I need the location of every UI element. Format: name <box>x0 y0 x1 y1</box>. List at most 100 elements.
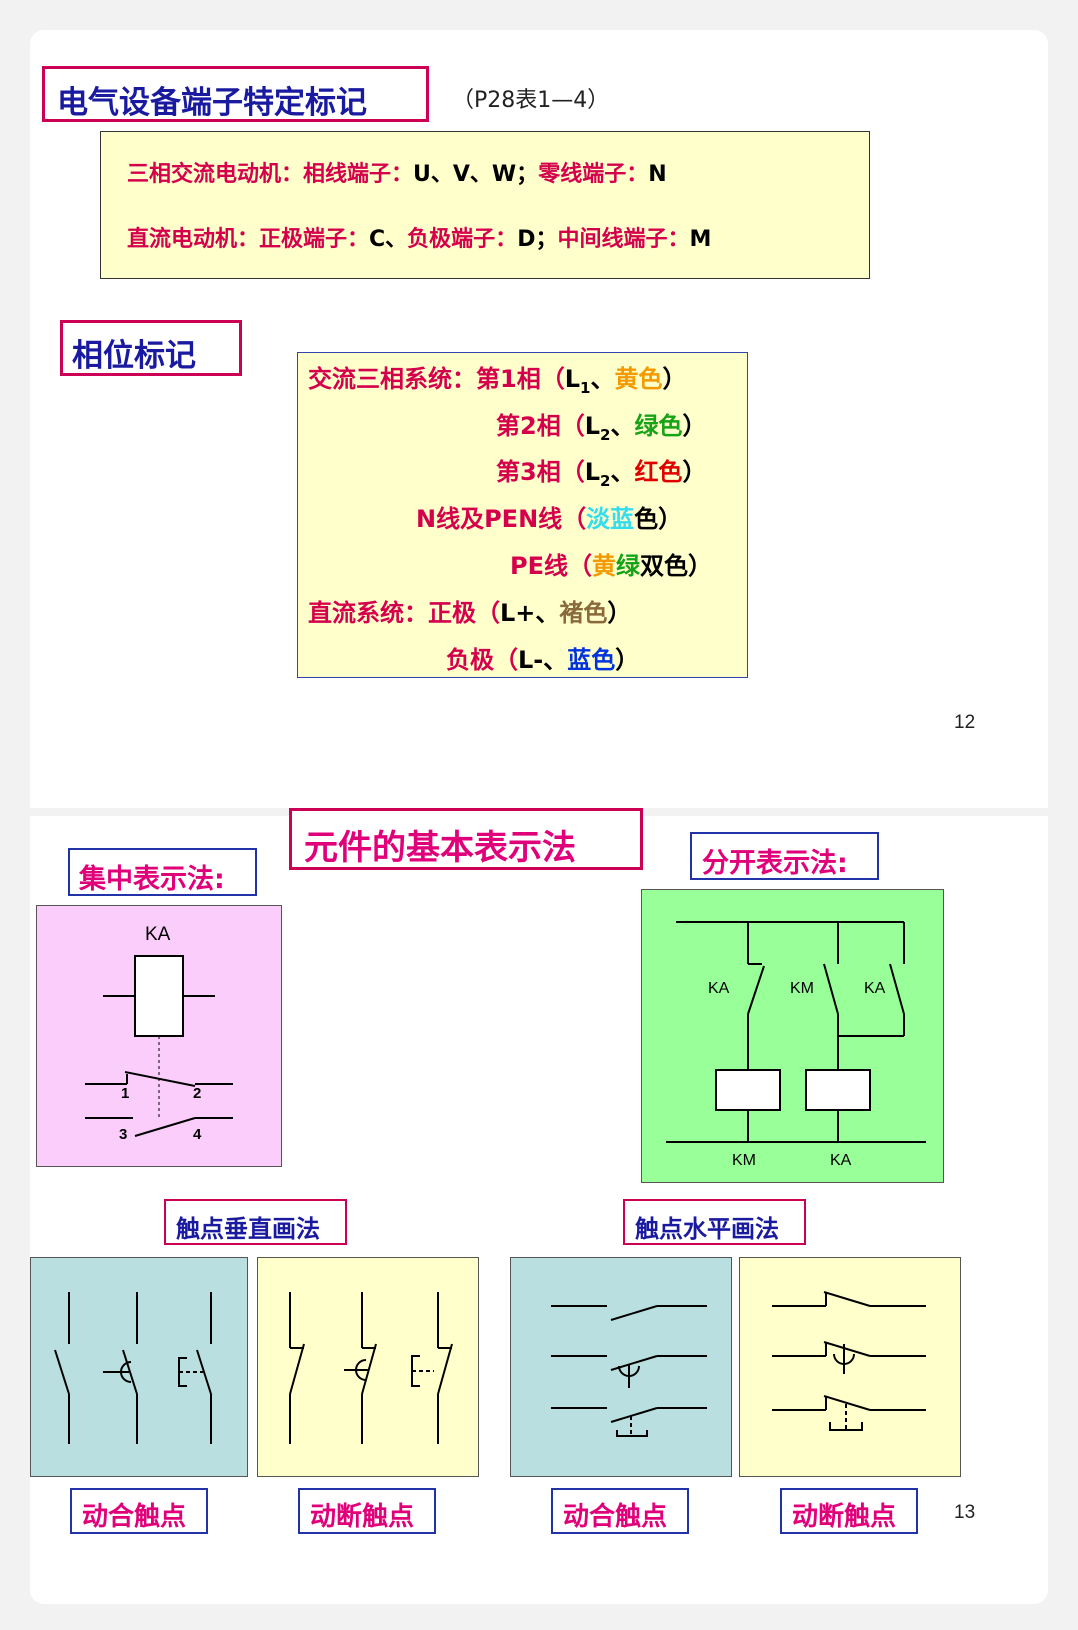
relay-symbol: KA 1 2 3 4 <box>85 924 233 1143</box>
phase-row-2: 第2相（L2、绿色） <box>496 406 706 444</box>
vertical-nc-symbols <box>289 1292 453 1444</box>
phase-r3-b: L <box>584 458 600 486</box>
sep-ka1: KA <box>708 980 730 997</box>
phase-r7-d: ） <box>615 646 640 674</box>
phase-r5-c2: 绿 <box>615 552 640 580</box>
sep-km-coil: KM <box>732 1152 756 1169</box>
concentrated-diagram: KA 1 2 3 4 <box>36 905 282 1167</box>
phase-r4-color1: 淡蓝 <box>586 505 635 533</box>
phase-r3-c: 、 <box>610 458 635 486</box>
separated-diagram: KA KM KA KM KA <box>641 889 944 1183</box>
phase-row-4: N线及PEN线（淡蓝色） <box>416 499 682 534</box>
phase-r4-a: N线及PEN线（ <box>416 505 587 533</box>
page-number-13: 13 <box>954 1502 976 1523</box>
vertical-no-panel <box>30 1257 248 1477</box>
phase-row-3: 第3相（L2、红色） <box>496 452 706 490</box>
separated-label-box: 分开表示法: <box>690 832 879 880</box>
contact-num-2: 2 <box>193 1085 201 1102</box>
motor-dc-value2: D； <box>517 227 558 252</box>
sep-ka-coil: KA <box>830 1152 852 1169</box>
bottom-label-2: 动断触点 <box>310 1502 415 1532</box>
slide12-title-box: 电气设备端子特定标记 <box>42 66 429 122</box>
slide12-ref: （P28表1—4） <box>452 88 610 113</box>
phase-r1-c: 、 <box>590 365 615 393</box>
motor-ac-row: 三相交流电动机：相线端子：U、V、W；零线端子：N <box>127 156 667 188</box>
phase-r5-a: PE线（ <box>510 552 592 580</box>
phase-r2-sub: 2 <box>600 425 611 444</box>
bottom-label-1: 动合触点 <box>82 1502 187 1532</box>
bottom-label-box-3: 动合触点 <box>551 1488 689 1534</box>
phase-r6-b: L+、 <box>500 599 560 627</box>
phase-r1-d: ） <box>662 365 687 393</box>
phase-r5-d: ） <box>687 552 712 580</box>
sep-km1: KM <box>790 980 814 997</box>
motor-dc-label3: 中间线端子： <box>557 227 690 252</box>
phase-r2-color: 绿色 <box>634 412 683 440</box>
bottom-label-box-1: 动合触点 <box>70 1488 208 1534</box>
phase-r3-a: 第3相（ <box>496 458 585 486</box>
phase-r1-a: 交流三相系统：第1相（ <box>308 365 565 393</box>
horizontal-method: 触点水平画法 <box>635 1215 779 1243</box>
phase-r2-d: ） <box>682 412 707 440</box>
bottom-label-box-2: 动断触点 <box>298 1488 436 1534</box>
motor-dc-value3: M <box>689 227 712 252</box>
horizontal-no-symbols <box>551 1305 707 1437</box>
phase-r3-sub: 2 <box>600 471 611 490</box>
phase-row-1: 交流三相系统：第1相（L1、黄色） <box>308 359 686 397</box>
vertical-method-box: 触点垂直画法 <box>164 1199 347 1245</box>
vertical-no-symbols <box>54 1292 212 1444</box>
contact-num-4: 4 <box>193 1126 202 1143</box>
concentrated-label: 集中表示法: <box>79 864 225 895</box>
phase-r7-a: 负极（ <box>446 646 518 674</box>
contact-num-1: 1 <box>121 1085 129 1102</box>
motor-dc-label: 直流电动机：正极端子： <box>127 227 370 252</box>
horizontal-method-box: 触点水平画法 <box>623 1199 806 1245</box>
slide13-title-box: 元件的基本表示法 <box>289 808 643 870</box>
slide-12: 电气设备端子特定标记 （P28表1—4） 三相交流电动机：相线端子：U、V、W；… <box>30 30 1048 808</box>
horizontal-nc-symbols <box>772 1291 926 1431</box>
phase-r1-color: 黄色 <box>614 365 663 393</box>
slide-13: 元件的基本表示法 集中表示法: 分开表示法: KA 1 2 <box>30 808 1048 1604</box>
motor-dc-label2: 负极端子： <box>407 227 518 252</box>
phase-r2-c: 、 <box>610 412 635 440</box>
motor-ac-label2: 零线端子： <box>538 162 649 187</box>
motor-dc-value1: C、 <box>369 227 408 252</box>
motor-ac-value1: U、V、W； <box>413 162 539 187</box>
phase-r6-d: ） <box>607 599 632 627</box>
horizontal-no-panel <box>510 1257 732 1477</box>
phase-row-7: 负极（L-、蓝色） <box>446 640 639 675</box>
phase-row-5: PE线（黄绿双色） <box>510 546 712 581</box>
motor-ac-label: 三相交流电动机：相线端子： <box>127 162 414 187</box>
phase-r5-c1: 黄 <box>591 552 616 580</box>
phase-r5-c3: 双色 <box>639 552 688 580</box>
separated-circuit: KA KM KA KM KA <box>666 921 926 1169</box>
phase-r7-b: L-、 <box>518 646 568 674</box>
sep-ka2: KA <box>864 980 886 997</box>
phase-title: 相位标记 <box>72 338 196 374</box>
phase-r4-d: ） <box>658 505 683 533</box>
phase-r6-color: 褚色 <box>559 599 608 627</box>
phase-box: 交流三相系统：第1相（L1、黄色） 第2相（L2、绿色） 第3相（L2、红色） … <box>297 352 748 678</box>
bottom-label-4: 动断触点 <box>792 1502 897 1532</box>
motor-dc-row: 直流电动机：正极端子：C、负极端子：D；中间线端子：M <box>127 221 711 253</box>
phase-r7-color: 蓝色 <box>567 646 616 674</box>
phase-r2-b: L <box>584 412 600 440</box>
coil-label: KA <box>145 924 171 945</box>
phase-r4-color2: 色 <box>634 505 659 533</box>
motor-ac-value2: N <box>648 162 667 187</box>
bottom-label-box-4: 动断触点 <box>780 1488 918 1534</box>
phase-r3-color: 红色 <box>634 458 683 486</box>
vertical-method: 触点垂直画法 <box>176 1215 320 1243</box>
page-number-12: 12 <box>954 712 976 733</box>
bottom-label-3: 动合触点 <box>563 1502 668 1532</box>
terminal-box: 三相交流电动机：相线端子：U、V、W；零线端子：N 直流电动机：正极端子：C、负… <box>100 131 870 279</box>
separated-label: 分开表示法: <box>702 848 848 879</box>
phase-title-box: 相位标记 <box>60 320 242 376</box>
vertical-nc-panel <box>257 1257 479 1477</box>
slide13-title: 元件的基本表示法 <box>304 828 576 868</box>
phase-row-6: 直流系统：正极（L+、褚色） <box>308 593 631 628</box>
phase-r1-sub: 1 <box>580 378 591 397</box>
horizontal-nc-panel <box>739 1257 961 1477</box>
phase-r3-d: ） <box>682 458 707 486</box>
concentrated-label-box: 集中表示法: <box>68 848 257 896</box>
